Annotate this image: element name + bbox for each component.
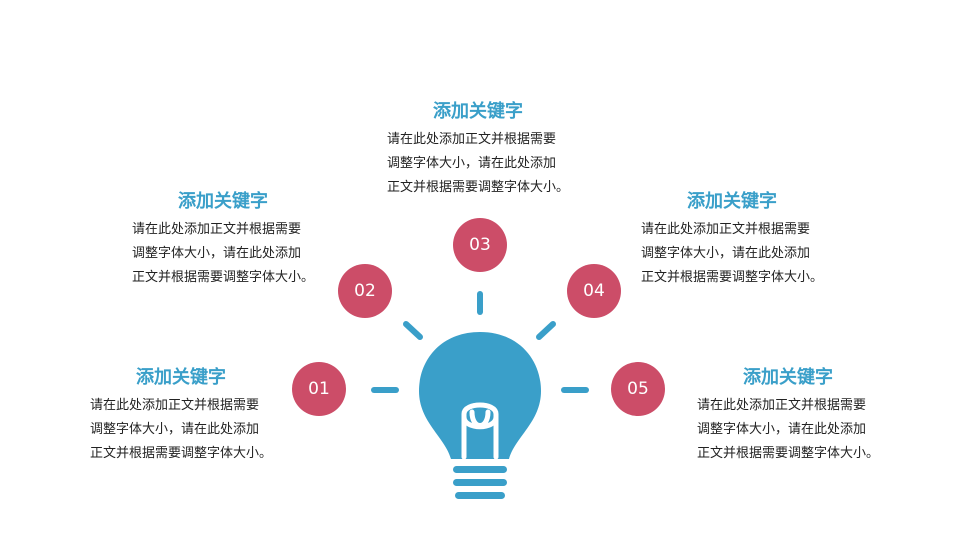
body-text: 请在此处添加正文并根据需要 调整字体大小，请在此处添加 正文并根据需要调整字体大… (90, 394, 272, 466)
text-block-05: 添加关键字 请在此处添加正文并根据需要 调整字体大小，请在此处添加 正文并根据需… (697, 366, 879, 466)
body-line: 调整字体大小，请在此处添加 (387, 156, 557, 171)
body-line: 调整字体大小，请在此处添加 (132, 246, 302, 261)
body-line: 调整字体大小，请在此处添加 (697, 422, 867, 437)
body-line: 请在此处添加正文并根据需要 (641, 222, 811, 237)
body-text: 请在此处添加正文并根据需要 调整字体大小，请在此处添加 正文并根据需要调整字体大… (387, 128, 569, 200)
text-block-01: 添加关键字 请在此处添加正文并根据需要 调整字体大小，请在此处添加 正文并根据需… (90, 366, 272, 466)
body-line: 请在此处添加正文并根据需要 (387, 132, 557, 147)
body-text: 请在此处添加正文并根据需要 调整字体大小，请在此处添加 正文并根据需要调整字体大… (697, 394, 879, 466)
body-line: 正文并根据需要调整字体大小。 (697, 446, 880, 461)
body-line: 调整字体大小，请在此处添加 (90, 422, 260, 437)
keyword-heading: 添加关键字 (178, 191, 268, 212)
badge-02: 02 (338, 264, 392, 318)
bulb-base (453, 466, 507, 499)
keyword-heading: 添加关键字 (433, 101, 523, 122)
text-block-03: 添加关键字 请在此处添加正文并根据需要 调整字体大小，请在此处添加 正文并根据需… (387, 100, 569, 200)
body-line: 正文并根据需要调整字体大小。 (90, 446, 273, 461)
keyword-heading: 添加关键字 (136, 367, 226, 388)
body-text: 请在此处添加正文并根据需要 调整字体大小，请在此处添加 正文并根据需要调整字体大… (132, 218, 314, 290)
body-text: 请在此处添加正文并根据需要 调整字体大小，请在此处添加 正文并根据需要调整字体大… (641, 218, 823, 290)
body-line: 请在此处添加正文并根据需要 (697, 398, 867, 413)
keyword-heading: 添加关键字 (743, 367, 833, 388)
body-line: 正文并根据需要调整字体大小。 (132, 270, 315, 285)
badge-03: 03 (453, 218, 507, 272)
keyword-heading: 添加关键字 (687, 191, 777, 212)
bulb-filament (461, 402, 499, 460)
body-line: 调整字体大小，请在此处添加 (641, 246, 811, 261)
bulb-glass (419, 332, 541, 459)
badge-04: 04 (567, 264, 621, 318)
body-line: 请在此处添加正文并根据需要 (132, 222, 302, 237)
light-rays (371, 291, 589, 393)
body-line: 正文并根据需要调整字体大小。 (387, 180, 570, 195)
text-block-02: 添加关键字 请在此处添加正文并根据需要 调整字体大小，请在此处添加 正文并根据需… (132, 190, 314, 290)
badge-05: 05 (611, 362, 665, 416)
body-line: 正文并根据需要调整字体大小。 (641, 270, 824, 285)
text-block-04: 添加关键字 请在此处添加正文并根据需要 调整字体大小，请在此处添加 正文并根据需… (641, 190, 823, 290)
body-line: 请在此处添加正文并根据需要 (90, 398, 260, 413)
badge-01: 01 (292, 362, 346, 416)
